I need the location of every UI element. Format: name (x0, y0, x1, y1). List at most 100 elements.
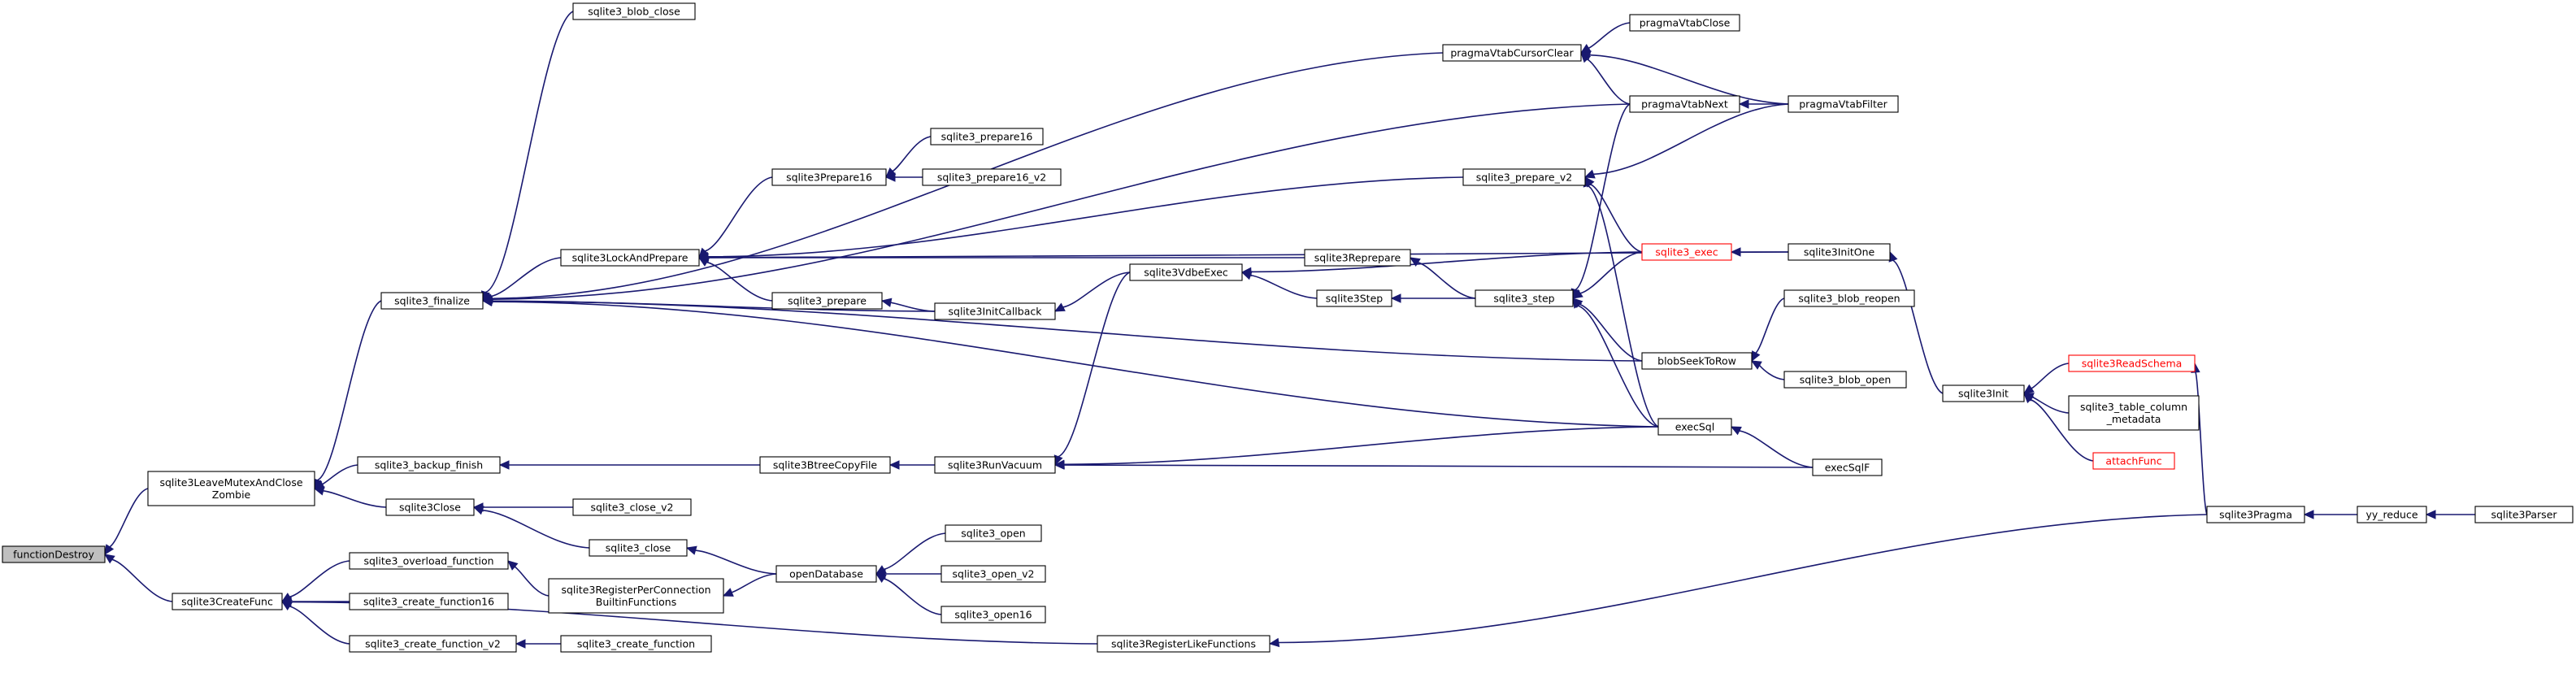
node-function-destroy[interactable]: functionDestroy (2, 545, 106, 563)
node-attach-func[interactable]: attachFunc (2092, 452, 2175, 470)
arrowhead (1390, 293, 1401, 303)
node-label: sqlite3_prepare (788, 295, 867, 307)
node-label: sqlite3_close_v2 (591, 502, 674, 514)
edge-line (484, 11, 574, 293)
edge-sqlite3-parser-to-yy-reduce (2425, 510, 2475, 519)
node-pragma-vtab-cursor-clear[interactable]: pragmaVtabCursorClear (1442, 44, 1582, 62)
node-sqlite3-btree-copy-file[interactable]: sqlite3BtreeCopyFile (759, 456, 891, 474)
node-sqlite3-register-like-functions[interactable]: sqlite3RegisterLikeFunctions (1097, 635, 1271, 653)
node-exec-sql-f[interactable]: execSqlF (1812, 458, 1883, 476)
edge-sqlite3-run-vacuum-to-sqlite3-btree-copy-file (888, 460, 936, 470)
node-sqlite3-create-function-v2[interactable]: sqlite3_create_function_v2 (349, 635, 517, 653)
node-label: pragmaVtabClose (1640, 17, 1731, 29)
edge-line (1589, 54, 1789, 105)
node-sqlite3-blob-open[interactable]: sqlite3_blob_open (1783, 371, 1907, 389)
node-label: sqlite3RunVacuum (948, 459, 1042, 471)
edge-line (884, 578, 942, 615)
node-sqlite3-overload-function[interactable]: sqlite3_overload_function (349, 552, 509, 570)
node-box (572, 498, 692, 516)
node-sqlite3-prepare-v2[interactable]: sqlite3_prepare_v2 (1462, 168, 1586, 186)
edge-line (289, 606, 350, 645)
node-sqlite3-backup-finish[interactable]: sqlite3_backup_finish (357, 456, 501, 474)
node-label: sqlite3Init (1958, 388, 2009, 400)
node-sqlite3-init-one[interactable]: sqlite3InitOne (1788, 243, 1891, 261)
node-box (172, 593, 283, 610)
node-label: sqlite3InitCallback (949, 306, 1043, 318)
node-sqlite3-close[interactable]: sqlite3Close (385, 498, 475, 516)
node-pragma-vtab-next[interactable]: pragmaVtabNext (1629, 95, 1740, 113)
edge-line (1250, 274, 1318, 299)
arrowhead (313, 486, 325, 496)
node-sqlite3-run-vacuum[interactable]: sqlite3RunVacuum (934, 456, 1056, 474)
node-sqlite3-blob-close[interactable]: sqlite3_blob_close (572, 2, 696, 20)
edge-sqlite3-step-to-sqlite3-vdbe-exec (1240, 271, 1318, 299)
node-sqlite3-register-per-connection-builtin-functions[interactable]: sqlite3RegisterPerConnectionBuiltinFunct… (548, 578, 724, 614)
arrowhead (1409, 257, 1421, 267)
edge-line (707, 176, 1464, 258)
node-exec-sql[interactable]: execSql (1657, 418, 1732, 436)
node-pragma-vtab-close[interactable]: pragmaVtabClose (1629, 14, 1740, 32)
edge-line (1062, 271, 1131, 308)
node-sqlite3-vdbe-exec[interactable]: sqlite3VdbeExec (1129, 263, 1243, 281)
node-sqlite3-prepare[interactable]: sqlite3_prepare (771, 292, 883, 310)
node-sqlite3-close[interactable]: sqlite3_close (589, 539, 688, 557)
node-sqlite3-pragma[interactable]: sqlite3Pragma (2206, 506, 2305, 523)
node-sqlite3-open16[interactable]: sqlite3_open16 (940, 606, 1046, 623)
node-label: sqlite3Pragma (2219, 509, 2292, 521)
node-label: sqlite3_blob_reopen (1798, 293, 1900, 305)
node-pragma-vtab-filter[interactable]: pragmaVtabFilter (1788, 95, 1899, 113)
node-sqlite3-create-function[interactable]: sqlite3_create_function (560, 635, 712, 653)
arrowhead (515, 639, 526, 649)
edge-exec-sql-f-to-exec-sql (1730, 426, 1814, 468)
node-sqlite3-parser[interactable]: sqlite3Parser (2474, 506, 2574, 523)
node-blob-seek-to-row[interactable]: blobSeekToRow (1641, 352, 1753, 370)
node-sqlite3-open-v2[interactable]: sqlite3_open_v2 (940, 565, 1046, 583)
node-sqlite3-blob-reopen[interactable]: sqlite3_blob_reopen (1783, 289, 1915, 307)
node-sqlite3-create-func[interactable]: sqlite3CreateFunc (172, 593, 283, 610)
node-yy-reduce[interactable]: yy_reduce (2357, 506, 2427, 523)
node-sqlite3-table-column-metadata[interactable]: sqlite3_table_column_metadata (2068, 395, 2200, 431)
edge-exec-sql-to-sqlite3-step (1572, 297, 1659, 428)
node-label: execSqlF (1825, 462, 1870, 474)
arrowhead (1730, 426, 1742, 436)
node-label: sqlite3RegisterLikeFunctions (1111, 638, 1256, 650)
node-sqlite3-create-function16[interactable]: sqlite3_create_function16 (349, 593, 509, 610)
edge-line (1250, 251, 1643, 273)
node-sqlite3-prepare16[interactable]: sqlite3Prepare16 (771, 168, 887, 186)
node-sqlite3-exec[interactable]: sqlite3_exec (1641, 243, 1732, 261)
node-box (1316, 289, 1392, 307)
edge-line (695, 549, 777, 575)
node-box (2206, 506, 2305, 523)
node-sqlite3-finalize[interactable]: sqlite3_finalize (380, 292, 484, 310)
node-sqlite3-close-v2[interactable]: sqlite3_close_v2 (572, 498, 692, 516)
arrowhead (875, 573, 887, 583)
node-sqlite3-prepare16-v2[interactable]: sqlite3_prepare16_v2 (922, 168, 1062, 186)
nodes-layer: functionDestroy sqlite3LeaveMutexAndClose… (2, 2, 2574, 653)
edge-line (491, 300, 1643, 362)
edge-sqlite3-pragma-to-sqlite3-read-schema (2191, 362, 2208, 515)
edge-line (2031, 363, 2070, 389)
arrowhead (888, 460, 900, 470)
node-sqlite3-read-schema[interactable]: sqlite3ReadSchema (2068, 354, 2196, 372)
node-sqlite3-prepare16[interactable]: sqlite3_prepare16 (930, 128, 1044, 146)
node-label: yy_reduce (2365, 509, 2417, 521)
node-open-database[interactable]: openDatabase (775, 565, 877, 583)
node-sqlite3-init-callback[interactable]: sqlite3InitCallback (934, 302, 1056, 320)
node-sqlite3-lock-and-prepare[interactable]: sqlite3LockAndPrepare (560, 249, 700, 267)
arrowhead (2023, 393, 2035, 404)
edge-line (2030, 398, 2094, 462)
node-box (349, 593, 509, 610)
arrowhead (1579, 50, 1592, 60)
edge-yy-reduce-to-sqlite3-pragma (2303, 510, 2357, 519)
node-sqlite3-open[interactable]: sqlite3_open (945, 524, 1042, 542)
edge-line (1063, 464, 1814, 468)
node-sqlite3-init[interactable]: sqlite3Init (1942, 384, 2025, 402)
node-label: blobSeekToRow (1657, 355, 1736, 367)
node-sqlite3-step[interactable]: sqlite3_step (1475, 289, 1574, 307)
node-sqlite3-reprepare[interactable]: sqlite3Reprepare (1304, 249, 1411, 267)
node-label: sqlite3Parser (2491, 509, 2557, 521)
node-sqlite3-step[interactable]: sqlite3Step (1316, 289, 1392, 307)
edge-line (1579, 251, 1643, 294)
arrowhead (1053, 302, 1066, 312)
